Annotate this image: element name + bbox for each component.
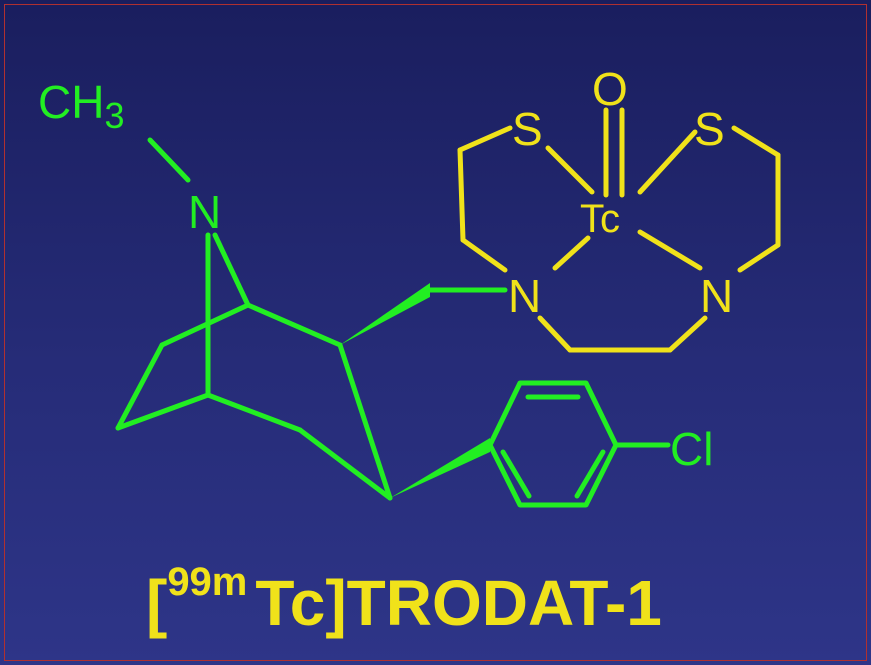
atom-n-left: N: [508, 270, 541, 322]
bond-sr-ch2: [731, 125, 781, 158]
bond-c5-c4: [205, 392, 303, 433]
atom-n-right: N: [700, 270, 733, 322]
bond-c6-c5: [115, 392, 211, 431]
atom-tc: Tc: [580, 197, 620, 241]
bond-sr-tc: [637, 129, 698, 195]
bond-tc-nr: [637, 229, 703, 271]
bond-left-chain: [457, 147, 466, 243]
bond-c4-c3: [297, 427, 393, 501]
atom-o: O: [592, 63, 628, 115]
tropane-bonds: [115, 137, 671, 508]
bond-sl-ch2: [457, 125, 513, 153]
atom-s-left: S: [512, 103, 543, 155]
chelate-bonds: [457, 107, 781, 353]
bond-ethylene-nr: [667, 315, 708, 353]
atom-s-right: S: [694, 103, 725, 155]
bond-c7-c6: [115, 342, 165, 431]
bond-tc-nl: [552, 235, 591, 271]
bond-nl-ethylene: [537, 315, 573, 353]
bond-c1-c2: [245, 302, 343, 348]
phenyl-inner-left: [500, 449, 532, 499]
bond-left-chain-n: [460, 237, 508, 273]
phenyl-ring: [487, 380, 619, 508]
wedge-c3-phenyl: [390, 438, 490, 498]
atom-n-bridge: N: [188, 186, 221, 238]
bond-ch3-n: [147, 137, 191, 183]
bond-sl-tc: [545, 145, 595, 195]
atom-ch3: CH3: [38, 76, 124, 136]
bond-c1-c7: [159, 302, 251, 348]
bond-n-bridgehead-upper: [212, 232, 251, 308]
bond-right-chain-n: [737, 242, 781, 273]
wedge-c2-ch2: [340, 283, 430, 345]
atom-cl: Cl: [670, 423, 713, 475]
bond-c2-c3: [337, 342, 393, 501]
phenyl-inner-right: [574, 449, 606, 499]
